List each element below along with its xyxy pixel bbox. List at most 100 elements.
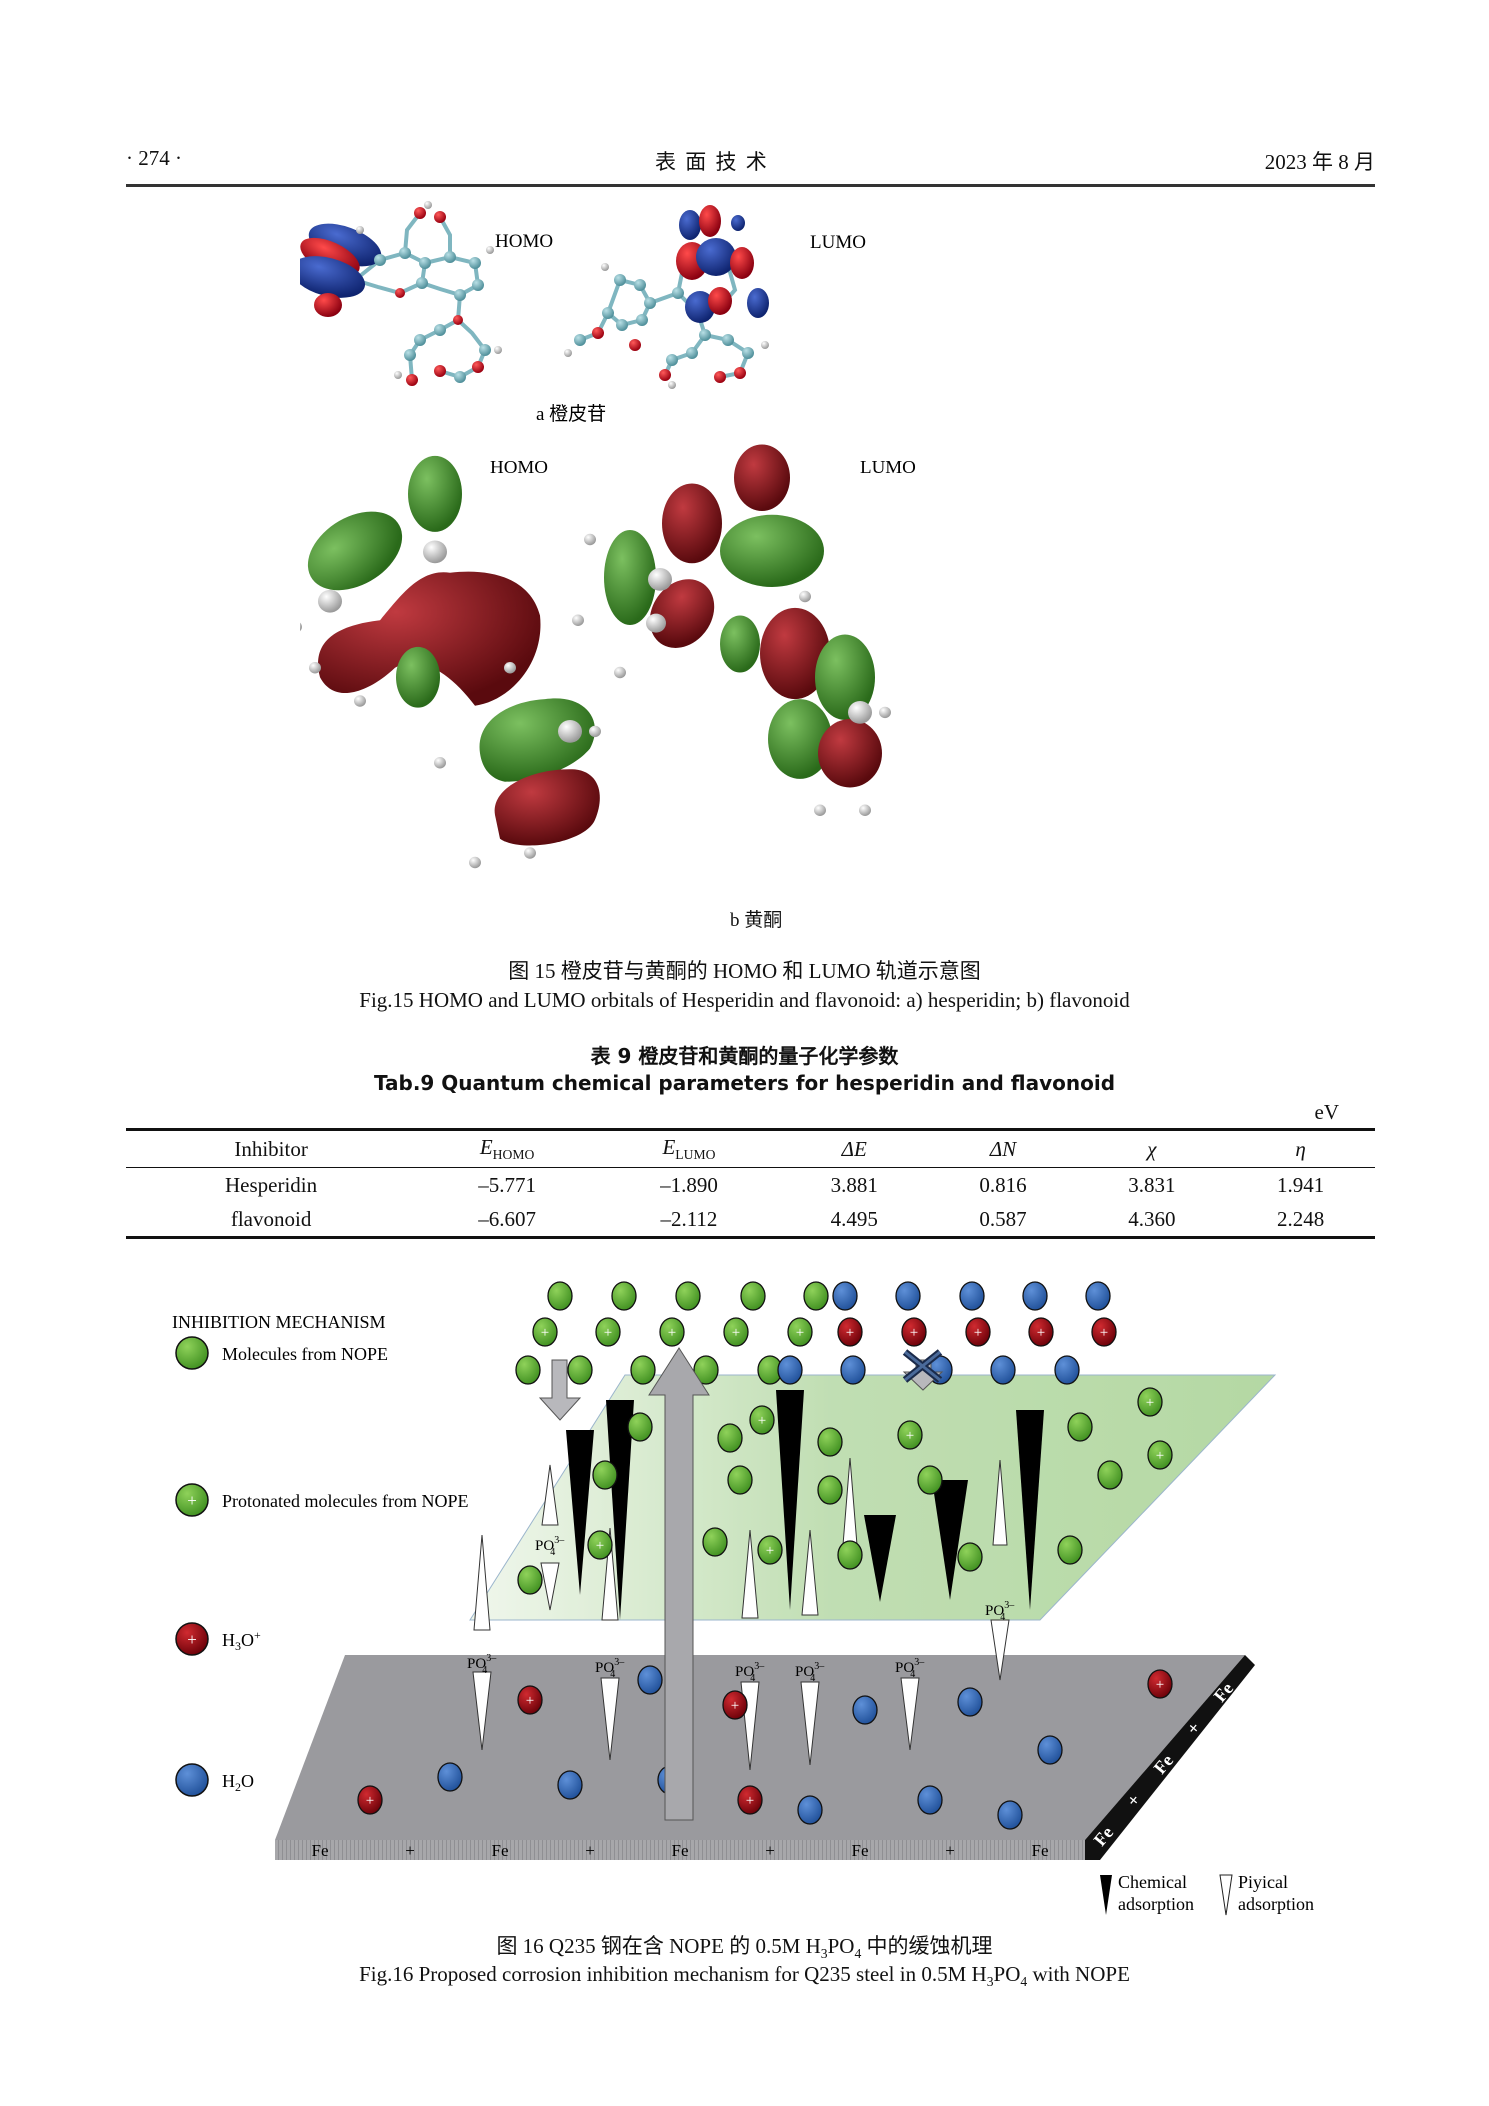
svg-text:+: + <box>846 1325 854 1341</box>
green-molecule-icon <box>175 1336 209 1370</box>
inhibitor-molecule <box>515 1355 541 1385</box>
table-row: Hesperidin –5.771 –1.890 3.881 0.816 3.8… <box>126 1168 1375 1203</box>
table-row: flavonoid –6.607 –2.112 4.495 0.587 4.36… <box>126 1203 1375 1238</box>
protonated-molecule: + <box>723 1317 749 1347</box>
hydronium-ion: + <box>1147 1669 1173 1699</box>
phosphate-label: PO3–4 <box>535 1535 565 1558</box>
hydronium-ion: + <box>357 1785 383 1815</box>
water-molecule <box>840 1355 866 1385</box>
water-molecule <box>1054 1355 1080 1385</box>
physical-adsorption-wedge <box>541 1464 559 1526</box>
orbital-lobe-maroon <box>649 579 715 648</box>
col-elumo: ELUMO <box>598 1130 780 1168</box>
svg-text:+: + <box>1156 1677 1164 1693</box>
col-ehomo: EHOMO <box>416 1130 598 1168</box>
hesperidin-lumo-molecule: LUMO <box>564 205 866 389</box>
water-molecule-icon <box>175 1763 209 1797</box>
adsorption-wedges <box>472 1390 1044 1771</box>
water-molecule <box>957 1687 983 1717</box>
table-9-title-cn: 表 9 橙皮苷和黄酮的量子化学参数 <box>590 1044 899 1068</box>
physical-adsorption-wedge <box>900 1677 920 1751</box>
chemical-adsorption-wedge <box>606 1400 634 1620</box>
legend-item-protonated: + Protonated molecules from NOPE <box>175 1483 468 1517</box>
fe-label: Fe <box>492 1841 509 1860</box>
col-delta-e: ΔE <box>780 1130 929 1168</box>
physical-adsorption-wedge <box>800 1681 820 1766</box>
orbital-lobe-green <box>408 455 462 532</box>
water-molecule <box>1022 1281 1048 1311</box>
water-molecule <box>852 1695 878 1725</box>
svg-text:+: + <box>1156 1448 1164 1464</box>
phosphate-label: PO3–4 <box>467 1653 497 1676</box>
orbital-lobe-positive <box>685 291 715 323</box>
protonated-molecule: + <box>897 1420 923 1450</box>
blocked-arrow <box>902 1349 944 1391</box>
water-molecule <box>1037 1735 1063 1765</box>
chemical-adsorption-wedge-icon <box>1100 1875 1112 1915</box>
orbital-lobe-maroon <box>818 719 882 788</box>
legend-item-hydronium: + H3O+ <box>175 1622 261 1656</box>
legend-title: INHIBITION MECHANISM <box>172 1312 386 1332</box>
cell-eta: 2.248 <box>1276 1206 1325 1231</box>
orbital-lobe-negative <box>730 247 754 279</box>
table-header-row: Inhibitor EHOMO ELUMO ΔE ΔN χ η <box>126 1129 1375 1168</box>
water-molecule <box>917 1785 943 1815</box>
orbital-lobe-green <box>604 530 656 625</box>
svg-text:+: + <box>974 1325 982 1341</box>
hydronium-ion: + <box>1028 1317 1054 1347</box>
physical-adsorption-wedge <box>741 1529 759 1619</box>
cell-delta-n: 0.587 <box>979 1206 1027 1231</box>
col-header-text: E <box>479 1134 493 1159</box>
chemical-adsorption-wedge <box>932 1480 968 1600</box>
protonated-molecule: + <box>749 1405 775 1435</box>
protonated-molecule: + <box>1137 1387 1163 1417</box>
table-9-title-en: Tab.9 Quantum chemical parameters for he… <box>373 1071 1116 1095</box>
cell-ehomo: –5.771 <box>478 1172 536 1197</box>
svg-text:+: + <box>1100 1325 1108 1341</box>
cell-eta: 1.941 <box>1276 1172 1325 1197</box>
cell-ehomo: –6.607 <box>478 1206 536 1231</box>
physical-adsorption-wedge <box>600 1677 620 1761</box>
water-molecule <box>895 1281 921 1311</box>
svg-text:+: + <box>796 1325 804 1341</box>
svg-text:+: + <box>604 1325 612 1341</box>
col-header-text: ΔN <box>989 1136 1017 1161</box>
col-delta-n: ΔN <box>929 1130 1078 1168</box>
svg-text:+: + <box>906 1428 914 1444</box>
inhibitor-molecule <box>957 1542 983 1572</box>
legend-label: H2O <box>222 1771 254 1794</box>
hydronium-ion: + <box>722 1690 748 1720</box>
cell-chi: 3.831 <box>1128 1172 1176 1197</box>
plus-icon: + <box>187 1491 197 1510</box>
panel-a-sublabel: a 橙皮苷 <box>536 403 606 425</box>
chemical-adsorption-wedge <box>776 1390 804 1610</box>
orbital-lobe-green <box>396 646 440 708</box>
journal-title: 表 面 技 术 <box>655 150 769 174</box>
inhibitor-molecule <box>717 1423 743 1453</box>
col-header-text: η <box>1295 1136 1306 1161</box>
svg-text:+: + <box>366 1793 374 1809</box>
water-molecule <box>1085 1281 1111 1311</box>
cell-inhibitor: Hesperidin <box>225 1172 318 1197</box>
water-molecule <box>990 1355 1016 1385</box>
legend: INHIBITION MECHANISM Molecules from NOPE… <box>172 1312 468 1797</box>
figure-15-orbitals: HOMO L <box>300 201 916 869</box>
hydronium-ion: + <box>517 1685 543 1715</box>
fe-label: Fe <box>852 1841 869 1860</box>
inhibitor-molecule <box>1067 1412 1093 1442</box>
chemical-adsorption-wedge <box>1016 1410 1044 1610</box>
orbital-lobe-positive <box>731 215 745 231</box>
physical-adsorption-wedge <box>990 1619 1010 1681</box>
svg-text:+: + <box>758 1413 766 1429</box>
inhibitor-molecule <box>547 1281 573 1311</box>
orbital-lobe-green <box>720 514 824 587</box>
fe-label: Fe <box>1032 1841 1049 1860</box>
issue-date: 2023 年 8 月 <box>1264 150 1375 174</box>
water-molecule <box>777 1355 803 1385</box>
plus-sign: + <box>765 1841 775 1860</box>
up-arrow <box>648 1347 710 1821</box>
down-arrow <box>538 1359 582 1421</box>
chemical-adsorption-label: adsorption <box>1118 1894 1194 1914</box>
hydronium-icon <box>175 1622 209 1656</box>
